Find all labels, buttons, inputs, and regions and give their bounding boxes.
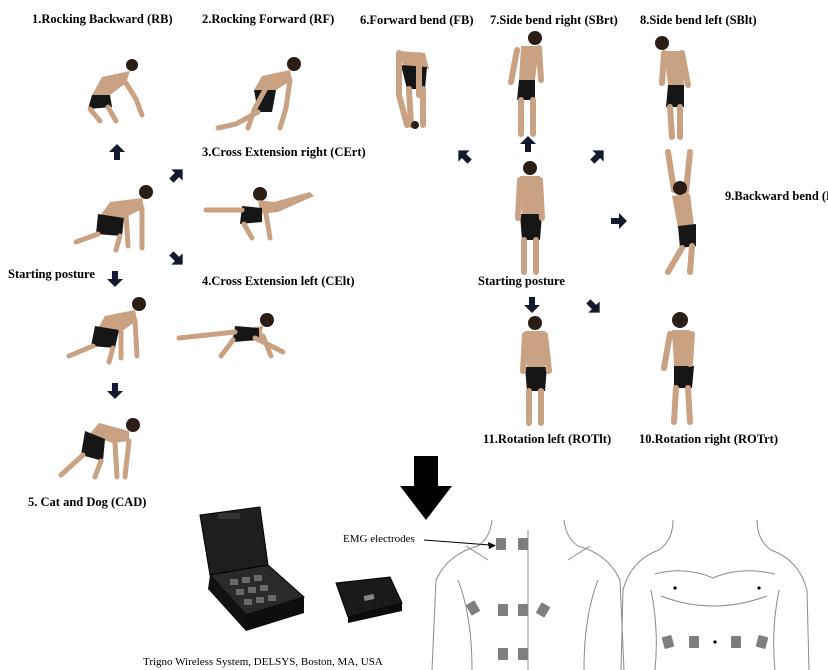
label-backward-bend: 9.Backward bend (BB) — [725, 190, 828, 203]
arrow-down-icon — [523, 296, 541, 314]
figure-rotation-right — [660, 310, 705, 430]
label-cross-extension-left: 4.Cross Extension left (CElt) — [202, 275, 355, 288]
label-side-bend-right: 7.Side bend right (SBrt) — [490, 14, 618, 27]
label-forward-bend: 6.Forward bend (FB) — [360, 14, 474, 27]
arrow-up-left-icon — [451, 143, 476, 168]
trigno-case-image — [190, 505, 310, 640]
label-rocking-backward: 1.Rocking Backward (RB) — [32, 13, 173, 26]
figure-forward-bend — [385, 45, 445, 135]
figure-cross-extension-right — [200, 180, 320, 245]
label-cat-and-dog: 5. Cat and Dog (CAD) — [28, 496, 146, 509]
label-rotation-left: 11.Rotation left (ROTlt) — [483, 433, 611, 446]
arrow-down-right-icon — [581, 294, 606, 319]
figure-rocking-forward-kneeling — [65, 292, 155, 367]
device-caption: Trigno Wireless System, DELSYS, Boston, … — [143, 657, 383, 668]
arrow-up-right-icon — [585, 143, 610, 168]
trigno-base-station-image — [330, 573, 405, 625]
figure-cross-extension-left — [175, 308, 295, 363]
figure-rocking-backward — [80, 55, 150, 125]
arrow-up-icon — [519, 135, 537, 153]
figure-side-bend-right — [505, 30, 550, 140]
label-rocking-forward: 2.Rocking Forward (RF) — [202, 13, 334, 26]
torso-front-diagram — [615, 520, 815, 670]
label-rotation-right: 10.Rotation right (ROTrt) — [639, 433, 778, 446]
arrow-down-icon — [106, 382, 124, 400]
figure-rotation-left — [517, 315, 557, 430]
label-starting-posture-left: Starting posture — [8, 268, 95, 281]
label-side-bend-left: 8.Side bend left (SBlt) — [640, 14, 757, 27]
figure-cat-and-dog — [55, 405, 145, 485]
big-down-arrow-icon — [400, 456, 452, 520]
arrow-up-right-icon — [164, 162, 189, 187]
arrow-down-icon — [106, 270, 124, 288]
figure-starting-posture-left — [70, 180, 160, 255]
label-cross-extension-right: 3.Cross Extension right (CErt) — [202, 146, 366, 159]
figure-side-bend-left — [652, 33, 697, 143]
figure-backward-bend — [650, 148, 715, 278]
figure-starting-posture-right — [510, 158, 555, 278]
arrow-up-icon — [108, 143, 126, 161]
arrow-down-right-icon — [164, 246, 189, 271]
figure-rocking-forward — [210, 50, 305, 135]
label-emg-electrodes: EMG electrodes — [343, 534, 415, 545]
arrow-right-icon — [610, 212, 628, 230]
emg-pointer-arrow — [422, 532, 497, 552]
